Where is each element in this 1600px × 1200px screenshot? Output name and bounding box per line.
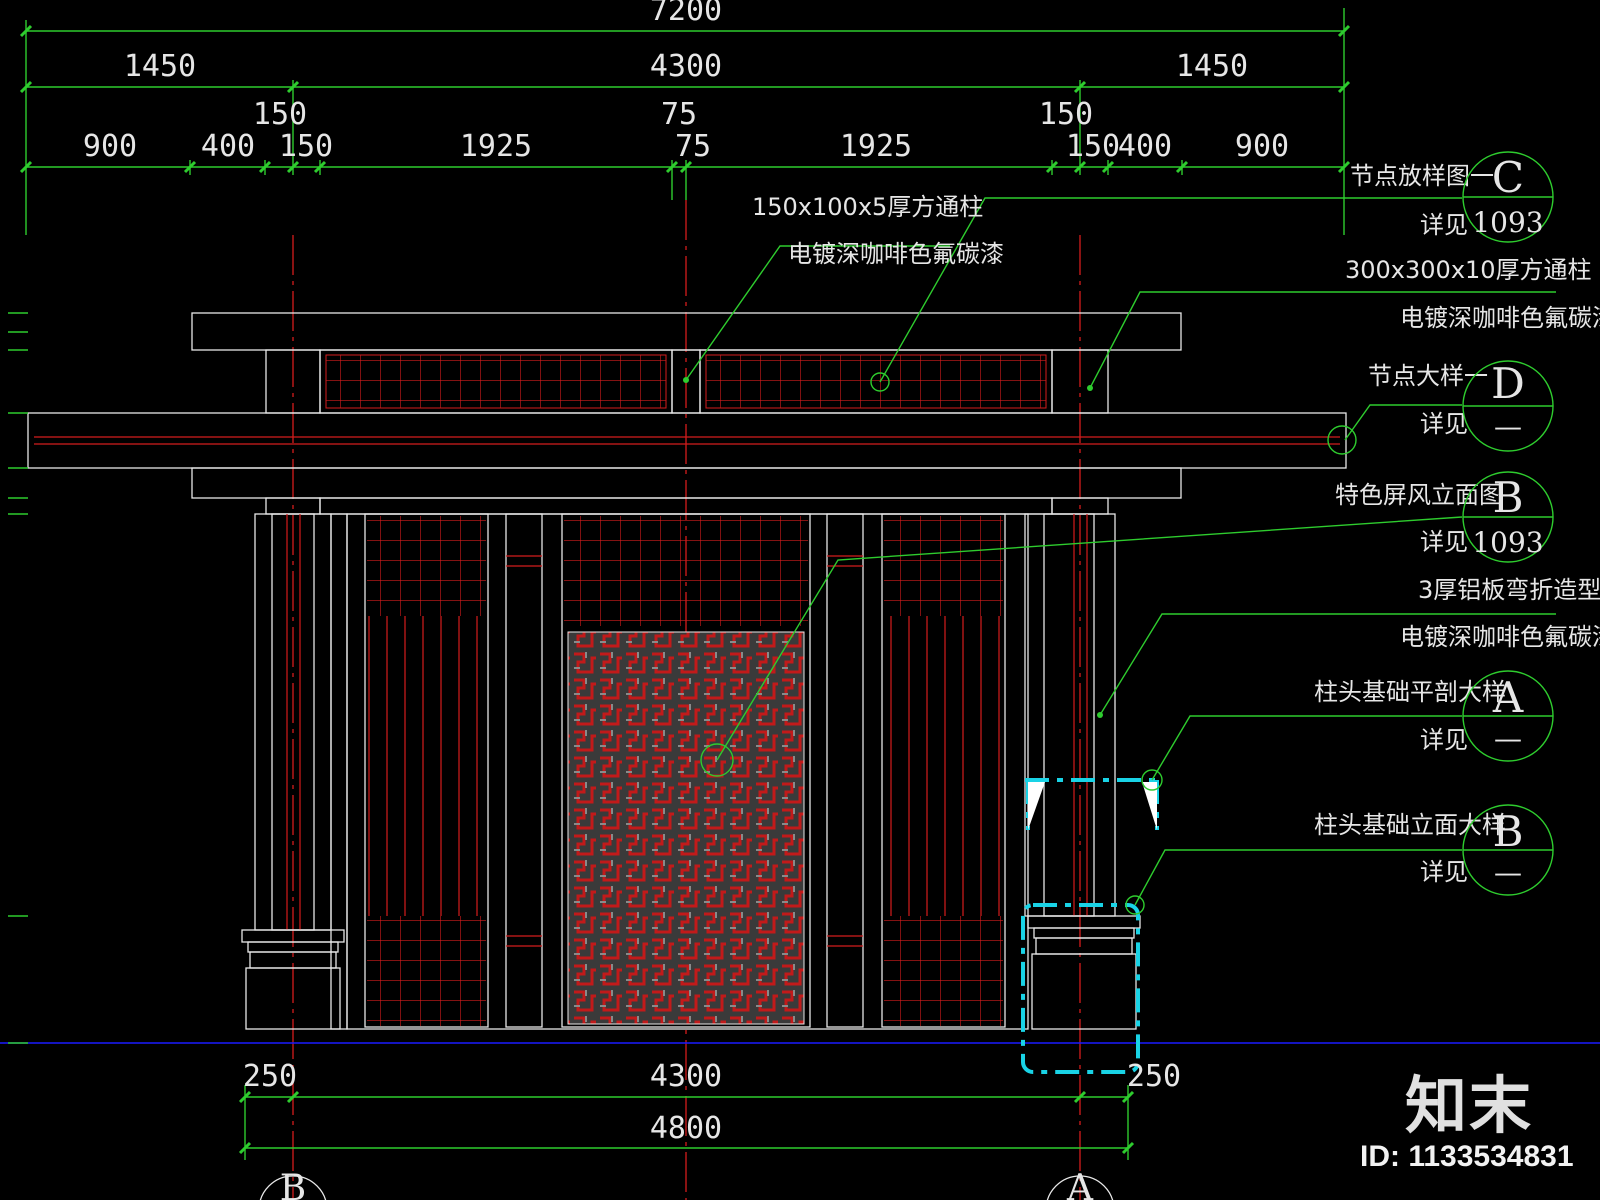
callout-c: 节点放样图一 详见 C 1093: [1350, 151, 1554, 243]
svg-text:1093: 1093: [1472, 526, 1543, 559]
dim-row3: 75: [675, 129, 711, 164]
screen-panel-left: [364, 513, 489, 1028]
callout-b-screen: 特色屏风立面图 详见 B 1093: [1335, 471, 1554, 563]
svg-text:—: —: [1494, 856, 1522, 889]
axis-bubble-right: A: [1066, 1168, 1094, 1200]
watermark-id: ID: 1133534831: [1360, 1140, 1574, 1173]
bottom-dimension-chains: 250 4300 250 4800: [238, 1059, 1181, 1160]
svg-text:详见: 详见: [1420, 528, 1468, 556]
watermark-logo: 知末: [1405, 1069, 1534, 1142]
callout-b-base: 柱头基础立面大样 详见 B —: [1314, 804, 1554, 896]
axis-bubbles: B A: [259, 1168, 1114, 1200]
dim-small-right: 150: [1039, 97, 1093, 132]
svg-text:详见: 详见: [1420, 858, 1468, 886]
leader-lines: [683, 197, 1556, 915]
dim-row3: 150: [1066, 129, 1120, 164]
dim-bottom-mid: 4300: [650, 1059, 722, 1094]
screen-panel-center: [561, 513, 811, 1028]
svg-text:B: B: [1493, 807, 1524, 856]
pavilion-structure: [0, 312, 1600, 1044]
note-2-line1: 300x300x10厚方通柱: [1345, 256, 1592, 284]
dim-row1-mid: 4300: [650, 49, 722, 84]
note-1-line2: 电镀深咖啡色氟碳漆: [788, 240, 1004, 268]
centerlines: [292, 200, 1081, 1200]
note-3-line1: 3厚铝板弯折造型: [1418, 576, 1600, 604]
right-column: [1024, 513, 1141, 1030]
dim-row1-left: 1450: [124, 49, 196, 84]
svg-text:A: A: [1492, 673, 1524, 722]
main-beam: [27, 412, 1347, 469]
dim-row3: 900: [1235, 129, 1289, 164]
dim-row3: 900: [83, 129, 137, 164]
svg-text:详见: 详见: [1420, 726, 1468, 754]
carved-relief-panel: [567, 631, 805, 1025]
dim-row1-right: 1450: [1176, 49, 1248, 84]
dim-bottom-right: 250: [1127, 1059, 1181, 1094]
dim-small-left: 150: [253, 97, 307, 132]
screen-panel-right: [881, 513, 1006, 1028]
screen-panels: [346, 513, 1029, 1030]
dim-row3: 1925: [840, 129, 912, 164]
svg-text:柱头基础平剖大样: 柱头基础平剖大样: [1314, 678, 1506, 706]
svg-text:1093: 1093: [1472, 206, 1543, 239]
svg-text:C: C: [1492, 153, 1524, 202]
note-2-line2: 电镀深咖啡色氟碳漆: [1400, 304, 1600, 332]
svg-text:详见: 详见: [1420, 410, 1468, 438]
svg-text:B: B: [1493, 473, 1524, 522]
svg-text:详见: 详见: [1420, 211, 1468, 239]
callout-d: 节点大样一 详见 D —: [1368, 359, 1554, 452]
dim-row3: 1925: [460, 129, 532, 164]
svg-text:D: D: [1491, 359, 1525, 408]
svg-text:特色屏风立面图: 特色屏风立面图: [1335, 481, 1503, 509]
svg-text:节点大样一: 节点大样一: [1368, 362, 1488, 390]
detail-callouts: 节点放样图一 详见 C 1093 节点大样一 详见 D — 特色屏风立面图 详见…: [1314, 151, 1554, 896]
callout-a: 柱头基础平剖大样 详见 A —: [1314, 670, 1554, 762]
dim-overall: 7200: [650, 0, 722, 28]
highlight-elevation: [1021, 903, 1140, 1074]
material-notes: 150x100x5厚方通柱 电镀深咖啡色氟碳漆 300x300x10厚方通柱 电…: [752, 193, 1600, 651]
svg-text:—: —: [1494, 410, 1522, 443]
axis-bubble-left: B: [280, 1168, 306, 1200]
dim-bottom-left: 250: [243, 1059, 297, 1094]
dim-small-mid: 75: [661, 97, 697, 132]
svg-text:节点放样图一: 节点放样图一: [1350, 162, 1494, 190]
highlight-plan-section: [1025, 778, 1160, 830]
top-dimension-chains: [19, 8, 1351, 235]
note-1-line1: 150x100x5厚方通柱: [752, 193, 983, 221]
left-column: [241, 513, 348, 1030]
note-3-line2: 电镀深咖啡色氟碳漆: [1400, 623, 1600, 651]
svg-text:柱头基础立面大样: 柱头基础立面大样: [1314, 811, 1506, 839]
dim-row3: 400: [201, 129, 255, 164]
top-dimension-labels: 7200 1450 4300 1450 150 75 150 900 400 1…: [83, 0, 1289, 164]
dim-bottom-total: 4800: [650, 1111, 722, 1146]
dim-row3: 150: [279, 129, 333, 164]
dim-row3: 400: [1118, 129, 1172, 164]
svg-text:—: —: [1494, 722, 1522, 755]
